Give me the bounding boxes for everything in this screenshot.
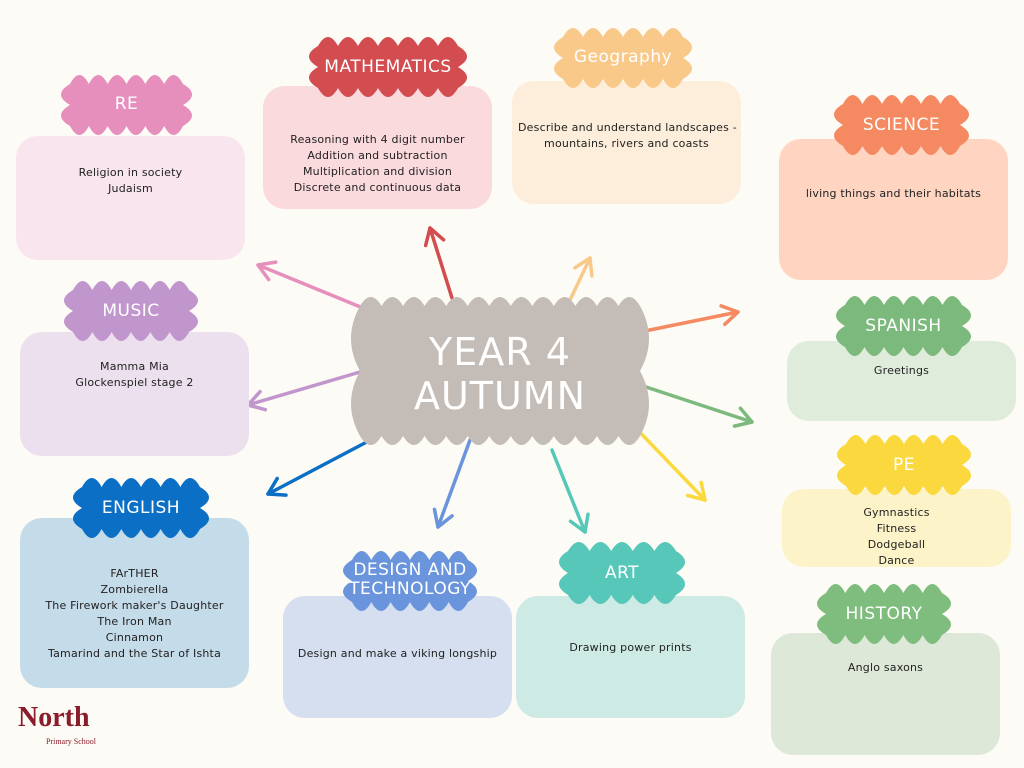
mathematics-line: Multiplication and division (302, 165, 453, 178)
school-logo: North Primary School (14, 702, 104, 758)
mathematics-line: Discrete and continuous data (293, 181, 462, 194)
geography-line: Describe and understand landscapes - (518, 121, 737, 134)
logo-name: North (18, 702, 90, 733)
english-line: Cinnamon (105, 631, 164, 644)
history-title: HISTORY (845, 604, 923, 624)
history-title-cloud-shape (817, 584, 951, 644)
english-line: FArTHER (110, 567, 159, 580)
pe-title-cloud-shape (837, 435, 971, 495)
music-title: MUSIC (102, 301, 160, 321)
music-box: Mamma Mia Glockenspiel stage 2 (20, 332, 249, 456)
art-line: Drawing power prints (569, 641, 692, 654)
spanish-arrow (638, 383, 754, 428)
music-title-cloud-shape (64, 281, 198, 341)
design-and-technology-box: Design and make a viking longship (283, 596, 512, 718)
pe-line: Dodgeball (867, 538, 926, 551)
art-title-cloud: ART (558, 541, 686, 605)
design-and-technology-title-cloud: DESIGN AND TECHNOLOGY (342, 550, 478, 612)
spanish-title: SPANISH (865, 316, 942, 336)
pe-title: PE (893, 455, 915, 475)
geography-title: Geography (573, 47, 673, 67)
spanish-title-cloud: SPANISH (835, 295, 972, 357)
center-cloud (350, 296, 650, 446)
mathematics-title-cloud: MATHEMATICS (308, 36, 468, 98)
science-title: SCIENCE (862, 115, 941, 135)
spanish-title-cloud-shape (836, 296, 971, 356)
english-box: FArTHER Zombierella The Firework maker's… (20, 518, 249, 688)
re-box: Religion in society Judaism (16, 136, 245, 260)
art-box: Drawing power prints (516, 596, 745, 718)
pe-line: Gymnastics (863, 506, 930, 519)
music-arrow (246, 370, 362, 412)
pe-box: Gymnastics Fitness Dodgeball Dance (782, 489, 1011, 567)
english-line: The Iron Man (97, 615, 172, 628)
mathematics-title-cloud-shape (309, 37, 467, 97)
geography-title-cloud-shape (554, 28, 692, 88)
history-line: Anglo saxons (847, 661, 924, 674)
history-title-cloud: HISTORY (816, 583, 952, 645)
pe-line: Dance (878, 554, 915, 567)
spanish-line: Greetings (873, 364, 930, 377)
art-title: ART (604, 563, 640, 583)
english-arrow (266, 433, 382, 497)
english-title: ENGLISH (101, 498, 181, 518)
design-and-technology-title-cloud-shape (343, 551, 477, 611)
mathematics-line: Addition and subtraction (307, 149, 448, 162)
music-line: Mamma Mia (100, 360, 169, 373)
english-line: Zombierella (100, 583, 169, 596)
english-line: The Firework maker's Daughter (45, 599, 224, 612)
design-and-technology-arrow (432, 438, 472, 529)
english-title-cloud-shape (73, 478, 209, 538)
re-title-cloud-shape (61, 75, 192, 135)
history-box: Anglo saxons (771, 633, 1000, 755)
music-title-cloud: MUSIC (63, 280, 199, 342)
re-title: RE (114, 94, 139, 114)
mathematics-box: Reasoning with 4 digit number Addition a… (263, 86, 492, 209)
logo-subtitle: Primary School (46, 737, 96, 746)
science-box: living things and their habitats (779, 139, 1008, 280)
re-title-cloud: RE (60, 74, 193, 136)
center-title: YEAR 4 AUTUMN (350, 330, 650, 418)
music-line: Glockenspiel stage 2 (75, 376, 194, 389)
mathematics-line: Reasoning with 4 digit number (290, 133, 465, 146)
re-line: Religion in society (78, 166, 183, 179)
design-and-technology-title-line2: TECHNOLOGY (349, 579, 471, 599)
design-and-technology-line: Design and make a viking longship (297, 647, 498, 660)
geography-box: Describe and understand landscapes - mou… (512, 81, 741, 204)
design-and-technology-title-line1: DESIGN AND (353, 560, 467, 580)
english-title-cloud: ENGLISH (72, 477, 210, 539)
science-title-cloud: SCIENCE (833, 94, 970, 156)
mathematics-title: MATHEMATICS (324, 57, 452, 77)
pe-title-cloud: PE (836, 434, 972, 496)
center-title-line2: AUTUMN (413, 374, 587, 418)
geography-title-cloud: Geography (553, 27, 693, 89)
geography-line: mountains, rivers and coasts (544, 137, 709, 150)
center-cloud-shape (351, 297, 649, 445)
art-arrow (550, 448, 590, 534)
art-title-cloud-shape (559, 542, 685, 604)
re-line: Judaism (108, 182, 153, 195)
english-line: Tamarind and the Star of Ishta (47, 647, 222, 660)
science-line: living things and their habitats (805, 187, 982, 200)
center-title-line1: YEAR 4 (429, 330, 571, 374)
pe-line: Fitness (876, 522, 917, 535)
mathematics-arrow (423, 226, 454, 300)
science-title-cloud-shape (834, 95, 969, 155)
spanish-box: Greetings (787, 341, 1016, 421)
science-arrow (638, 304, 740, 334)
geography-arrow (568, 256, 594, 302)
